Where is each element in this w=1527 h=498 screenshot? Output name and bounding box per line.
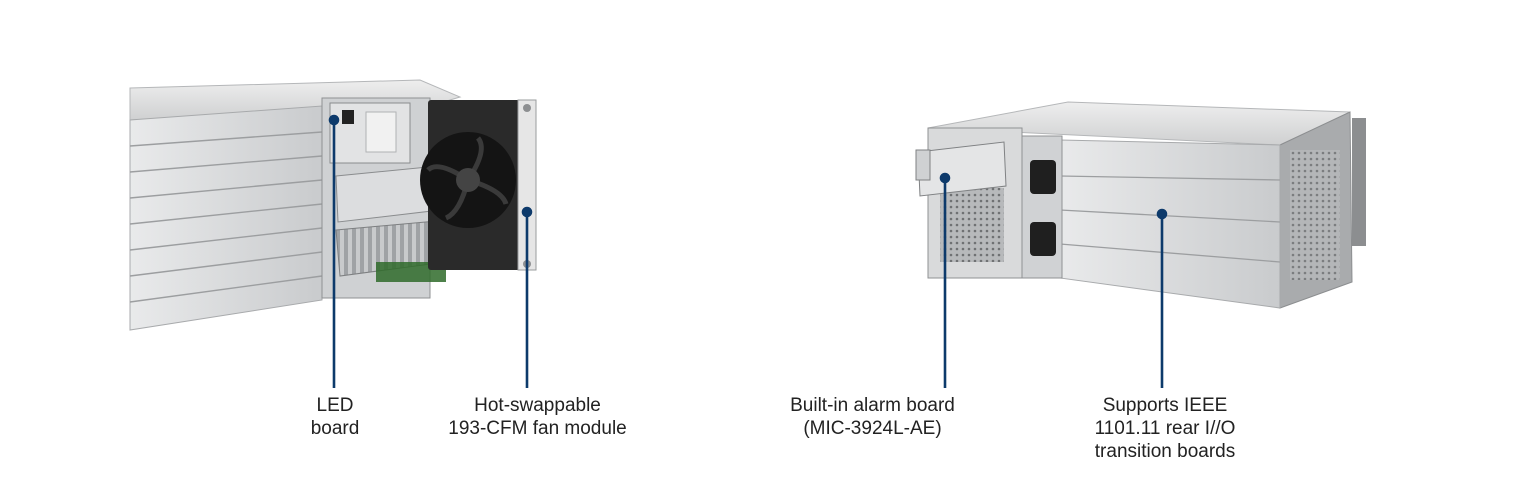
caption-led-board: LED board [285,394,385,440]
right-chassis [915,101,1366,309]
leader-dot-fan [521,206,533,218]
caption-line: transition boards [1094,441,1236,462]
caption-line: Supports IEEE [1102,395,1228,416]
caption-line: Built-in alarm board [790,395,955,416]
caption-alarm-board: Built-in alarm board (MIC-3924L-AE) [760,394,985,440]
caption-line: 1101.11 rear I//O [1094,418,1236,439]
leader-dot-led [328,114,340,126]
caption-line: board [310,418,360,439]
caption-rear-io: Supports IEEE 1101.11 rear I//O transiti… [1060,394,1270,463]
caption-line: 193-CFM fan module [448,418,627,439]
caption-fan-module: Hot-swappable 193-CFM fan module [410,394,665,440]
caption-line: (MIC-3924L-AE) [803,418,942,439]
leader-dot-alarm [939,172,951,184]
caption-line: Hot-swappable [474,395,601,416]
leader-dot-rear [1156,208,1168,220]
caption-line: LED [316,395,354,416]
left-chassis [129,79,537,331]
